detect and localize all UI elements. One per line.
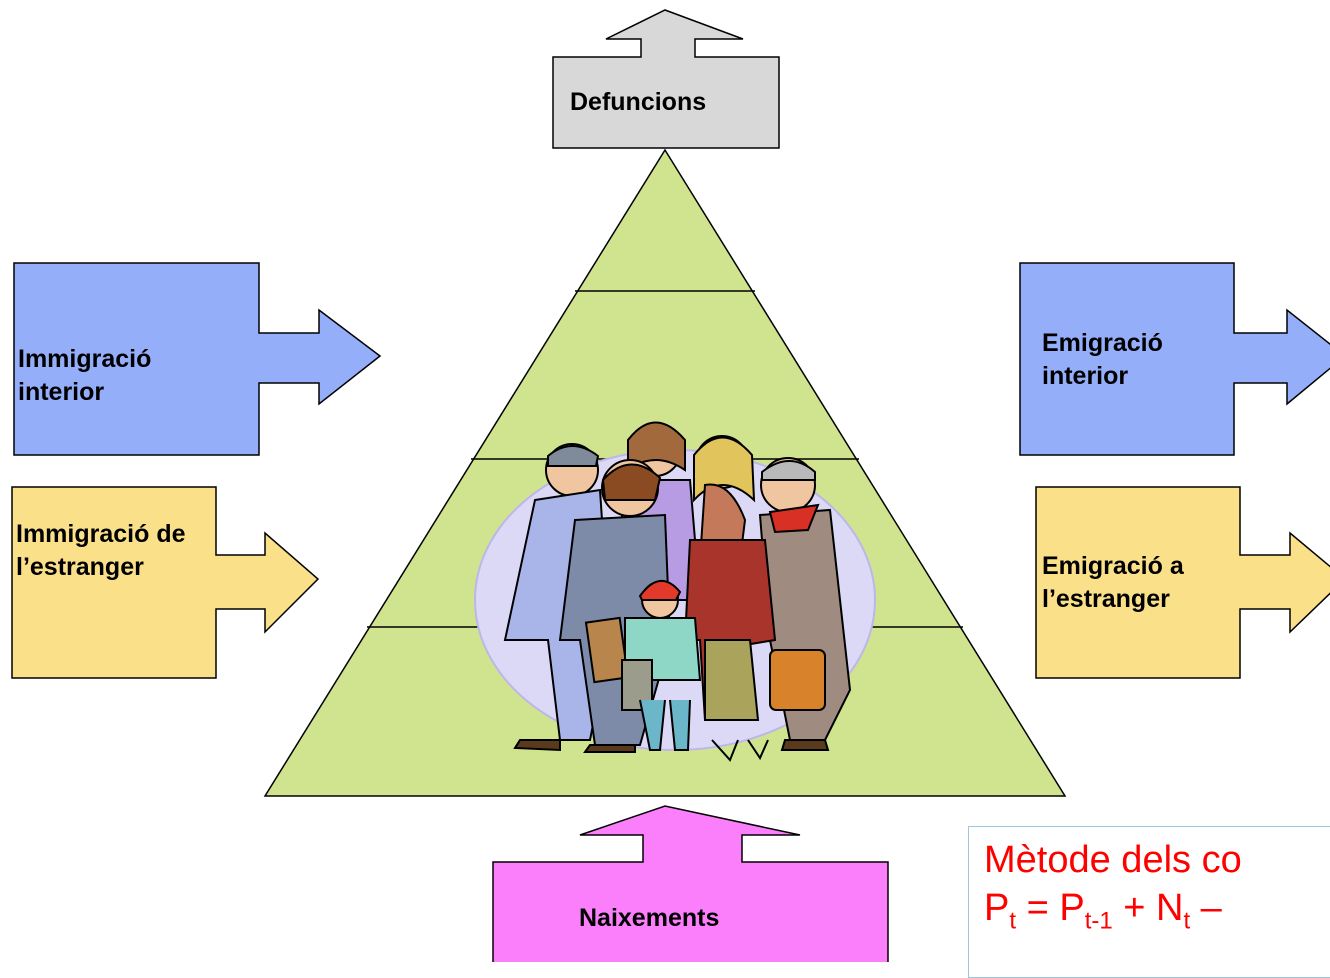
deaths-label: Defuncions	[570, 88, 707, 116]
population-equation: Pt = Pt-1 + Nt –	[984, 887, 1222, 935]
internal-immigration-label: Immigració interior	[18, 345, 152, 406]
group-of-people-illustration	[474, 421, 876, 762]
foreign-emigration-label: Emigració a l’estranger	[1042, 552, 1184, 613]
formula-box: Mètode dels co Pt = Pt-1 + Nt –	[968, 826, 1330, 978]
foreign-immigration-label: Immigració de l’estranger	[16, 520, 186, 581]
formula-title: Mètode dels co	[984, 839, 1242, 881]
internal-immigration-arrow	[13, 262, 382, 456]
internal-emigration-label: Emigració interior	[1042, 329, 1163, 390]
internal-emigration-arrow	[1019, 262, 1330, 456]
births-label: Naixements	[579, 904, 720, 932]
foreign-emigration-arrow	[1035, 486, 1330, 679]
births-arrow	[492, 805, 889, 962]
foreign-immigration-arrow	[11, 486, 320, 679]
deaths-arrow	[552, 9, 780, 149]
